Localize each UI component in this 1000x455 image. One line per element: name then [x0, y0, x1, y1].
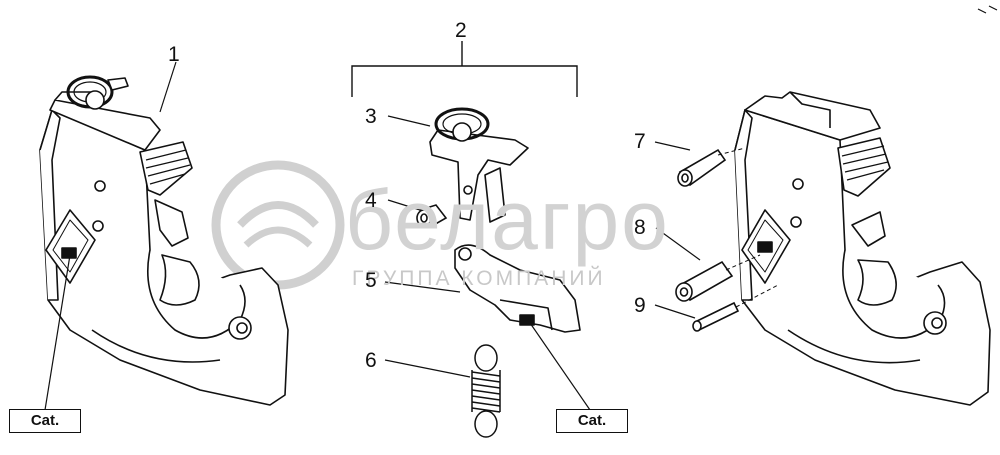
callout-6: 6 — [365, 349, 377, 372]
corner-mark-icon — [977, 5, 998, 14]
cat-label-middle: Cat. — [556, 409, 628, 433]
part-5-lever — [454, 244, 581, 333]
callout-9: 9 — [634, 294, 646, 317]
part-4-bushing — [416, 204, 448, 228]
group-bracket — [351, 41, 578, 97]
callout-3: 3 — [365, 105, 377, 128]
callout-8: 8 — [634, 216, 646, 239]
assembly-dashed-lines — [717, 147, 779, 308]
part-7-pin — [677, 148, 727, 187]
callout-7: 7 — [634, 130, 646, 153]
part-9-pin — [692, 301, 740, 332]
callout-4: 4 — [365, 189, 377, 212]
watermark-subtitle: ГРУППА КОМПАНИЙ — [352, 267, 606, 290]
callout-2: 2 — [455, 19, 467, 42]
callout-5: 5 — [365, 269, 377, 292]
part-8-bushing — [675, 260, 734, 302]
callout-1: 1 — [168, 43, 180, 66]
hook-assembly-left — [39, 75, 289, 406]
hook-assembly-right — [734, 91, 991, 406]
watermark-title: белагро — [345, 173, 670, 267]
part-3-latch — [429, 107, 529, 223]
watermark-logo-icon — [211, 160, 345, 290]
cat-label-left: Cat. — [9, 409, 81, 433]
part-6-spring — [471, 344, 501, 438]
leader-lines — [44, 61, 701, 411]
